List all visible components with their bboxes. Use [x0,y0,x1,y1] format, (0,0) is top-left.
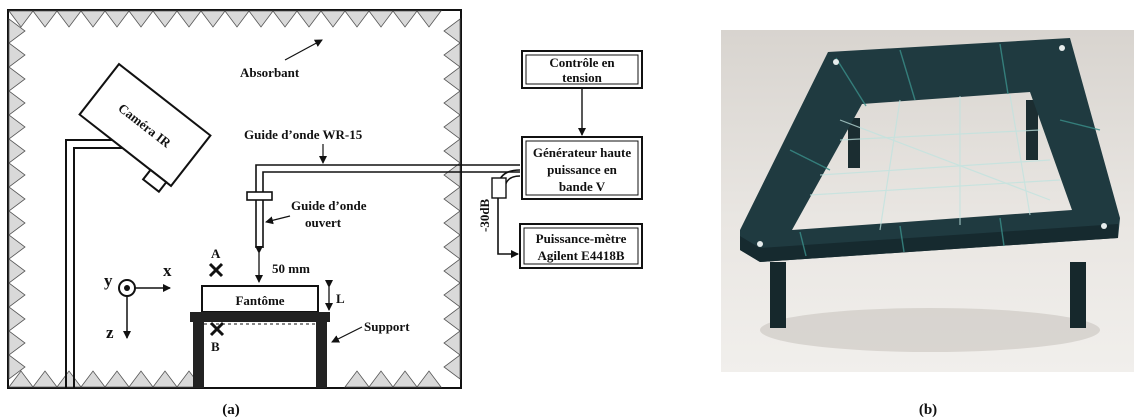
generator-box [521,136,643,200]
waveguide-flange [246,191,273,201]
axis-z-label: z [106,323,114,342]
camera-mount [65,139,124,388]
leg-front-left [770,262,786,328]
caption-a: (a) [222,402,240,418]
powermeter-box [519,223,643,269]
powermeter-label-1: Puissance-mètre [536,231,627,246]
attenuation-label: -30dB [477,198,492,232]
tape-marks [789,43,1101,257]
open-guide-pointer [265,215,291,225]
control-label-2: tension [562,70,603,85]
panel-b-photo [721,30,1134,372]
open-guide-label-1: Guide d’onde [291,198,367,213]
leg-front-right [1070,262,1086,328]
coordinate-system [118,279,171,339]
waveguide-wr15 [255,164,520,248]
powermeter-label-2: Agilent E4418B [537,248,624,263]
panel-a-diagram: Absorbant Caméra IR Guide d’onde WR-15 G… [7,9,643,389]
point-b-label: B [211,339,220,354]
axis-y-label: y [104,271,113,290]
phantom [201,285,319,313]
glass-lines [809,94,1061,231]
control-label-1: Contrôle en [549,55,615,70]
point-a-marker [208,262,224,278]
generator-label-2: puissance en [547,162,617,177]
generator-label-1: Générateur haute [533,145,632,160]
phantom-label: Fantôme [235,293,284,308]
absorber-pyramids [8,10,461,388]
point-a-label: A [211,246,221,261]
absorbant-pointer [284,39,323,61]
open-guide-label-2: ouvert [305,215,342,230]
caption-b: (b) [919,402,937,418]
ir-camera: Caméra IR [78,62,212,194]
support-pointer [331,326,363,343]
waveguide-label: Guide d’onde WR-15 [244,127,363,142]
support-frame [740,38,1120,262]
axis-x-label: x [163,261,172,280]
thickness-label: L [336,291,345,306]
distance-label: 50 mm [272,261,310,276]
point-b-marker [209,321,225,337]
generator-label-3: bande V [559,179,606,194]
absorbant-label: Absorbant [240,65,300,80]
anechoic-chamber [7,9,462,389]
support-label: Support [364,319,410,334]
